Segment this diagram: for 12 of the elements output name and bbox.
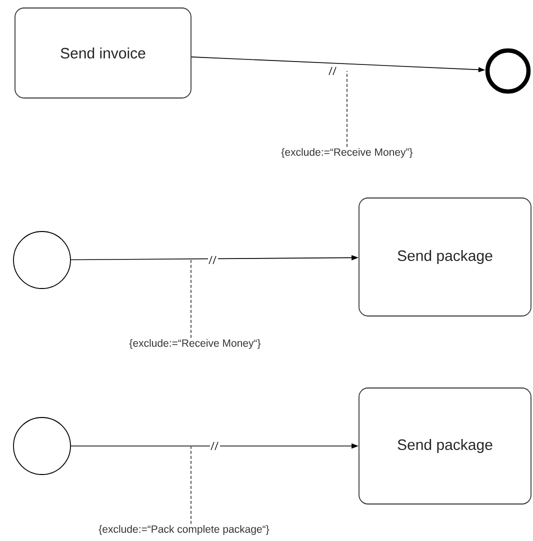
leader-line bbox=[190, 446, 192, 524]
annotation-text: {exclude:=“Receive Money“} bbox=[129, 339, 261, 349]
end-event-circle bbox=[485, 48, 531, 94]
task-box: Send invoice bbox=[14, 8, 192, 98]
task-box: Send package bbox=[358, 198, 532, 316]
leader-line bbox=[190, 260, 192, 338]
start-event-circle bbox=[13, 231, 71, 289]
annotation-text: {exclude:=“Pack complete package“} bbox=[98, 525, 270, 535]
leader-line bbox=[346, 71, 348, 147]
start-event-circle bbox=[13, 417, 71, 475]
task-box: Send package bbox=[358, 388, 532, 504]
annotation-text: {exclude:=“Receive Money”} bbox=[281, 148, 413, 158]
